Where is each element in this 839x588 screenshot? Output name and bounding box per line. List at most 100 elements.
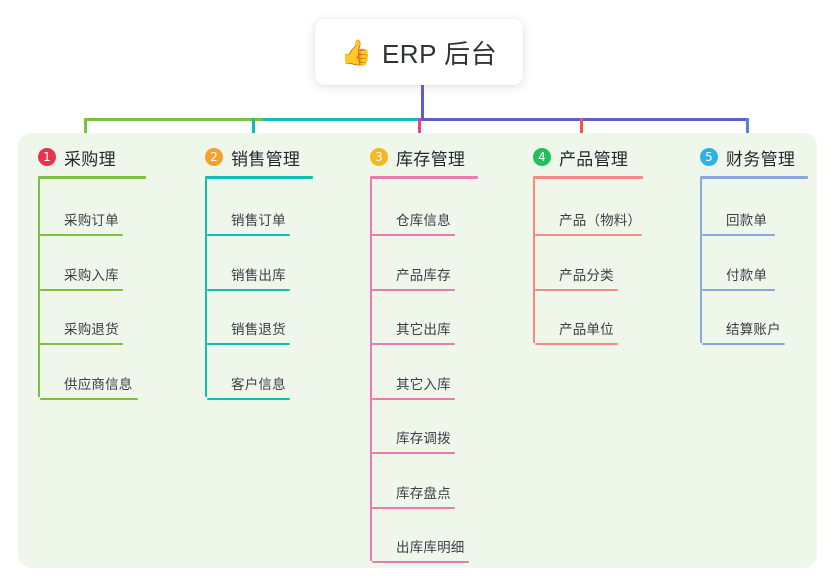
branch-item[interactable]: 其它入库: [370, 343, 478, 400]
branch-item-label: 其它入库: [396, 376, 451, 392]
branch-item[interactable]: 供应商信息: [38, 343, 146, 400]
branch-item-label: 产品（物料）: [559, 213, 642, 228]
branch-title: 产品管理: [559, 149, 629, 169]
branch-item-label: 库存调拨: [396, 431, 451, 446]
branch-item[interactable]: 产品分类: [533, 234, 643, 291]
branch-underline: [205, 176, 313, 179]
branch-item-underline: [40, 288, 123, 291]
branch-item[interactable]: 客户信息: [205, 343, 313, 400]
branch-title: 销售管理: [231, 149, 301, 169]
branch-item-underline: [535, 343, 618, 345]
branch-header-2[interactable]: 2 销售管理: [205, 145, 313, 169]
drop-stub-3: [418, 118, 421, 146]
branch-item[interactable]: 采购入库: [38, 234, 146, 291]
branch-item[interactable]: 采购订单: [38, 179, 146, 236]
branch-item[interactable]: 销售出库: [205, 234, 313, 291]
branch-item-underline: [702, 343, 785, 345]
bus-segment-2: [263, 118, 424, 121]
branch-item-list: 产品（物料） 产品分类产品单位: [533, 179, 643, 345]
branch-item-label: 结算账户: [726, 322, 781, 337]
branch-spine: [700, 179, 702, 343]
branch-title: 采购理: [64, 149, 116, 169]
branch-item-underline: [207, 397, 290, 400]
branch-item[interactable]: 采购退货: [38, 288, 146, 345]
branch-item-underline: [372, 343, 455, 345]
branch-item-underline: [207, 234, 290, 236]
branch-underline: [533, 176, 643, 179]
branch-item-underline: [372, 234, 455, 236]
branch-spine: [205, 179, 207, 397]
branch-item[interactable]: 产品库存: [370, 234, 478, 291]
branch-item-underline: [40, 343, 123, 345]
branch-item-label: 采购入库: [64, 267, 119, 283]
bus-segment-3: [421, 118, 749, 121]
branch-item-underline: [40, 234, 123, 236]
branch-item-list: 销售订单销售出库销售退货客户信息: [205, 179, 313, 400]
bus-segment-1: [84, 118, 264, 121]
branch-item-underline: [207, 288, 290, 291]
branch-item-label: 出库库明细: [396, 540, 465, 555]
branch-item[interactable]: 出库库明细: [370, 506, 478, 563]
branch-item-label: 库存盘点: [396, 485, 451, 501]
drop-stub-4: [580, 118, 583, 146]
branch-badge-icon: 2: [205, 148, 223, 166]
branch-item[interactable]: 销售退货: [205, 288, 313, 345]
branch-item[interactable]: 其它出库: [370, 288, 478, 345]
branch-item-underline: [702, 234, 775, 236]
branch-item-label: 采购退货: [64, 322, 119, 337]
branch-spine: [38, 179, 40, 397]
branches-panel: [18, 133, 817, 568]
branch-badge-icon: 4: [533, 148, 551, 166]
branch-item[interactable]: 产品单位: [533, 288, 643, 345]
branch-underline: [370, 176, 478, 179]
branch-badge-icon: 3: [370, 148, 388, 166]
branch-item-label: 仓库信息: [396, 213, 451, 228]
branch-spine: [533, 179, 535, 343]
thumbs-up-icon: 👍: [340, 38, 372, 67]
branch-spine: [370, 179, 372, 561]
branch-item[interactable]: 结算账户: [700, 288, 808, 345]
branch-item-underline: [372, 561, 469, 563]
branch-item-underline: [372, 506, 455, 509]
drop-stub-2: [252, 118, 255, 146]
branch-item-label: 产品单位: [559, 322, 614, 337]
branch-item-underline: [372, 288, 455, 291]
branch-item-underline: [535, 234, 642, 236]
branch-header-1[interactable]: 1 采购理: [38, 145, 146, 169]
branch-title: 财务管理: [726, 149, 796, 169]
branch-item-underline: [702, 288, 775, 291]
branch-item-underline: [372, 452, 455, 454]
branch-item[interactable]: 付款单: [700, 234, 808, 291]
branch-item-label: 客户信息: [231, 376, 286, 392]
branch-item[interactable]: 产品（物料）: [533, 179, 643, 236]
branch-badge-icon: 5: [700, 148, 718, 166]
branch-item[interactable]: 回款单: [700, 179, 808, 236]
branch-underline: [700, 176, 808, 179]
branch-item-list: 仓库信息产品库存其它出库其它入库库存调拨库存盘点出库库明细: [370, 179, 478, 563]
branch-item[interactable]: 库存调拨: [370, 397, 478, 454]
branch-header-5[interactable]: 5 财务管理: [700, 145, 808, 169]
branch-item[interactable]: 销售订单: [205, 179, 313, 236]
root-node-label: ERP 后台: [381, 38, 498, 69]
branch-item-label: 供应商信息: [64, 376, 133, 392]
branch-item-underline: [207, 343, 290, 345]
branch-item[interactable]: 库存盘点: [370, 452, 478, 509]
drop-stub-1: [84, 118, 87, 146]
drop-stub-5: [746, 118, 749, 146]
branch-item-label: 产品库存: [396, 267, 451, 283]
branch-item-label: 销售退货: [231, 322, 286, 337]
branch-item-label: 其它出库: [396, 322, 451, 337]
branch-item-label: 采购订单: [64, 213, 119, 228]
trunk-connector: [421, 85, 424, 121]
branch-column-4: 4 产品管理产品（物料） 产品分类产品单位: [533, 145, 643, 345]
branch-item-label: 销售订单: [231, 213, 286, 228]
branch-item[interactable]: 仓库信息: [370, 179, 478, 236]
branch-item-label: 付款单: [726, 267, 768, 283]
branch-badge-icon: 1: [38, 148, 56, 166]
branch-item-list: 回款单付款单结算账户: [700, 179, 808, 345]
branch-header-4[interactable]: 4 产品管理: [533, 145, 643, 169]
root-node-card[interactable]: 👍 ERP 后台: [315, 19, 523, 85]
